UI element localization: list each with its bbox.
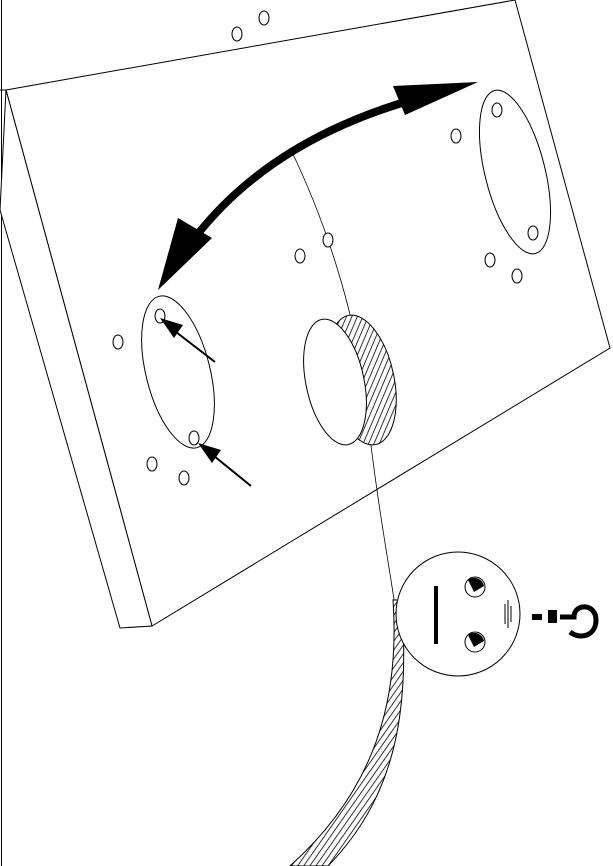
hole [258, 10, 270, 26]
rotation-arrow [158, 82, 478, 290]
cable-tail [289, 599, 405, 866]
plate-mounting-holes [112, 10, 539, 486]
ground-pin-symbol [504, 600, 512, 628]
plate-edge [0, 89, 153, 629]
rotation-arrow-head-right [393, 82, 478, 115]
plug-prong-top-shade [468, 577, 484, 592]
hole [188, 430, 200, 446]
hole [511, 268, 523, 284]
rotation-arrow-head-left [158, 218, 212, 290]
cable-grommet [303, 314, 397, 446]
hole [146, 456, 158, 472]
plug-prong-bottom-shade [468, 632, 484, 647]
left-ellipse-outline [141, 295, 215, 449]
hole [450, 128, 462, 144]
hole [294, 248, 306, 264]
pointer-arrows [160, 318, 252, 487]
hole [322, 232, 334, 248]
hole [112, 334, 124, 350]
plug-face [395, 551, 521, 677]
grommet-face [303, 318, 367, 446]
mounting-plate [0, 0, 611, 629]
pointer-arrow-upper-line [175, 331, 216, 363]
pointer-arrow-lower-head [198, 443, 221, 463]
question-mark [532, 604, 599, 639]
rotation-arrow-arc [192, 94, 420, 240]
pointer-arrow-lower-line [213, 455, 252, 487]
hole [491, 102, 503, 118]
hole [178, 470, 190, 486]
plug-neutral-slot [434, 586, 438, 644]
question-curve [560, 604, 599, 639]
pointer-arrow-upper-head [160, 318, 183, 338]
question-dot [548, 610, 557, 623]
plug-face-outline [395, 551, 521, 677]
hole [231, 26, 243, 42]
hole [527, 225, 539, 241]
hole [484, 252, 496, 268]
question-dash [532, 614, 542, 620]
right-ellipse-outline [478, 89, 552, 255]
